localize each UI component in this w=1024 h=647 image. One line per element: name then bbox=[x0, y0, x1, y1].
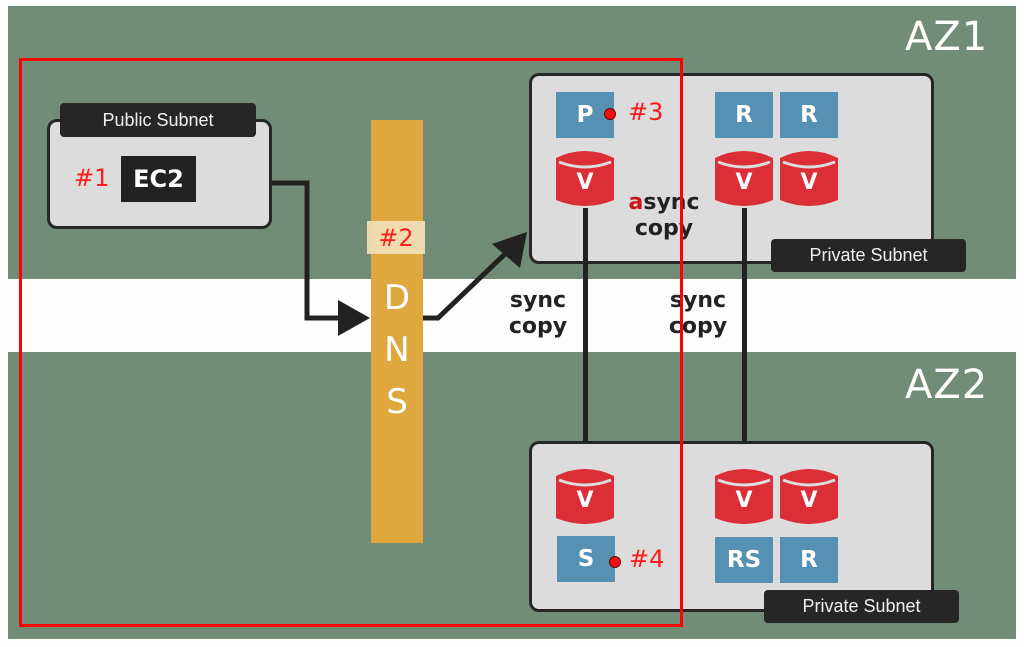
sync-copy-label-2: sync copy bbox=[656, 288, 740, 340]
copy-word: copy bbox=[508, 314, 568, 339]
async-rest: sync bbox=[643, 190, 700, 215]
az1-label: AZ1 bbox=[905, 14, 989, 60]
volume-cylinder-icon bbox=[715, 151, 773, 206]
volume-cylinder-icon bbox=[556, 151, 614, 206]
ec2-to-dns-arrowhead bbox=[338, 300, 370, 336]
marker-2: #2 bbox=[367, 221, 425, 254]
dns-letter-n: N bbox=[384, 330, 410, 370]
az2-replica-role-box-2: R bbox=[780, 537, 838, 583]
public-subnet-label: Public Subnet bbox=[60, 103, 256, 137]
marker-1: #1 bbox=[74, 164, 110, 192]
volume-label: V bbox=[735, 170, 753, 195]
volume-label: V bbox=[800, 170, 818, 195]
az2-replica-role-box-1: RS bbox=[715, 537, 773, 583]
ec2-instance: EC2 bbox=[121, 156, 196, 202]
private-subnet-az2-label: Private Subnet bbox=[764, 590, 959, 623]
private-subnet-az2-box bbox=[529, 441, 934, 612]
volume-cylinder-icon bbox=[715, 469, 773, 524]
sync-line-primary-standby bbox=[583, 208, 588, 468]
sync-word: sync bbox=[509, 288, 567, 313]
sync-line-replica bbox=[742, 208, 747, 468]
dns-letter-d: D bbox=[383, 278, 411, 318]
private-subnet-az1-label: Private Subnet bbox=[771, 239, 966, 272]
replica-volume-2: V bbox=[780, 148, 838, 208]
async-accent: a bbox=[628, 190, 644, 215]
volume-label: V bbox=[576, 488, 594, 513]
dns-bar bbox=[371, 120, 423, 543]
replica-role-box-2: R bbox=[780, 92, 838, 138]
az2-label: AZ2 bbox=[905, 362, 989, 408]
volume-label: V bbox=[735, 488, 753, 513]
marker-3: #3 bbox=[628, 98, 664, 126]
volume-label: V bbox=[800, 488, 818, 513]
az2-replica-volume-1: V bbox=[715, 466, 773, 526]
az2-replica-volume-2: V bbox=[780, 466, 838, 526]
async-copy-word: copy bbox=[634, 216, 694, 241]
dns-to-primary-arrowhead bbox=[492, 232, 527, 268]
sync-copy-label-1: sync copy bbox=[496, 288, 580, 340]
volume-cylinder-icon bbox=[780, 469, 838, 524]
dns-to-primary-arrow bbox=[422, 252, 507, 321]
replica-volume-1: V bbox=[715, 148, 773, 208]
volume-label: V bbox=[576, 170, 594, 195]
standby-role-box: S bbox=[557, 536, 615, 582]
primary-marker-dot bbox=[604, 108, 616, 120]
highlight-frame bbox=[19, 58, 683, 627]
replica-role-box-1: R bbox=[715, 92, 773, 138]
copy-word: copy bbox=[668, 314, 728, 339]
standby-volume: V bbox=[556, 466, 614, 526]
async-copy-label: async copy bbox=[622, 190, 706, 242]
volume-cylinder-icon bbox=[780, 151, 838, 206]
volume-cylinder-icon bbox=[556, 469, 614, 524]
marker-4: #4 bbox=[629, 545, 665, 573]
ec2-to-dns-arrow bbox=[272, 180, 345, 321]
primary-volume: V bbox=[556, 148, 614, 208]
sync-word: sync bbox=[669, 288, 727, 313]
dns-letter-s: S bbox=[386, 382, 408, 422]
standby-marker-dot bbox=[609, 556, 621, 568]
